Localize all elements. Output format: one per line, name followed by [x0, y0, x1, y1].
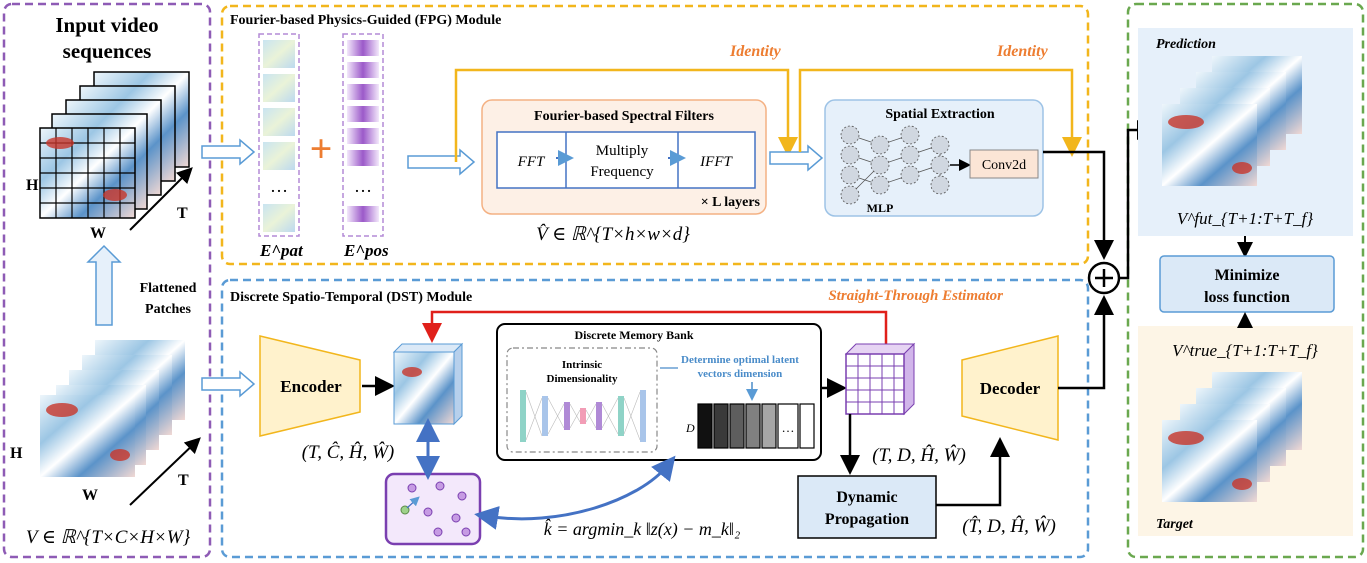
fpg-input-arrow	[201, 138, 256, 166]
dynamic-to-decoder-line	[936, 437, 1010, 507]
dynamic-label-line1: Dynamic	[836, 489, 897, 506]
target-label: Target	[1156, 517, 1194, 532]
decoder-to-sum-line	[1058, 295, 1114, 390]
input-title-line1: Input video	[55, 13, 158, 37]
identity-path-1	[454, 68, 798, 162]
propagation-shape: (T̂, D, Ĥ, Ŵ)	[962, 515, 1056, 537]
mlp-label: MLP	[867, 201, 894, 215]
input-axis-h-bottom: H	[10, 445, 23, 462]
time-arrow-top	[129, 167, 193, 231]
intrinsic-label-line1: Intrinsic	[562, 359, 602, 371]
fpg-module-border	[220, 4, 1090, 266]
intrinsic-box	[506, 347, 658, 453]
codebook-link	[474, 455, 676, 530]
flattened-label-line1: Flattened	[140, 281, 197, 296]
position-embedding-column	[342, 33, 384, 237]
multiply-label-line1: Multiply	[596, 143, 649, 159]
memory-vectors	[697, 403, 815, 449]
fpg-to-sum-line	[1043, 150, 1114, 260]
encoder-block	[259, 335, 361, 437]
determine-label-line2: vectors dimension	[698, 368, 783, 380]
identity-label-1: Identity	[729, 43, 782, 60]
fpg-title: Fourier-based Physics-Guided (FPG) Modul…	[230, 13, 501, 28]
spatial-input-arrow	[769, 144, 824, 172]
mlp-network	[840, 125, 950, 205]
quantized-grid	[844, 342, 916, 416]
encoder-shape: (T, Ĉ, Ĥ, Ŵ)	[302, 441, 395, 463]
latent-cube	[392, 342, 464, 426]
d-label: D	[685, 421, 695, 435]
target-frames	[1162, 372, 1302, 502]
input-formula: V ∈ ℝ^{T×C×H×W}	[26, 527, 191, 548]
ste-label: Straight-Through Estimator	[828, 288, 1003, 304]
conv2d-box	[969, 149, 1039, 179]
spectral-inner-box	[496, 131, 756, 189]
v-hat-formula: V̂ ∈ ℝ^{T×h×w×d}	[536, 224, 690, 245]
output-panel-border	[1126, 2, 1365, 559]
input-axis-w-bottom: W	[82, 487, 98, 504]
multiply-label-line2: Frequency	[590, 164, 654, 180]
input-axis-t-bottom: T	[178, 472, 189, 489]
input-axis-t-top: T	[177, 205, 188, 222]
input-axis-h-top: H	[26, 177, 39, 194]
dynamic-label-line2: Propagation	[825, 511, 909, 528]
identity-label-2: Identity	[996, 43, 1049, 60]
memory-bank-title: Discrete Memory Bank	[574, 328, 693, 342]
flattened-label-line2: Patches	[145, 302, 191, 317]
latent-shape: (T, D, Ĥ, Ŵ)	[872, 444, 966, 466]
decoder-block	[961, 335, 1059, 441]
memory-dots: …	[782, 420, 795, 435]
argmin-formula: k̂ = argmin_k ‖z(x) − m_k‖₂	[544, 518, 740, 540]
flatten-hollow-arrow	[86, 244, 122, 326]
time-arrow-bottom	[129, 437, 201, 506]
plus-sign: +	[310, 126, 333, 171]
fft-label: FFT	[517, 154, 546, 170]
position-stripes	[347, 40, 379, 222]
spectral-input-arrow	[407, 148, 476, 176]
prediction-frames	[1162, 56, 1302, 186]
e-pat-label: E^pat	[259, 241, 304, 260]
spatial-title: Spatial Extraction	[885, 107, 994, 122]
encoder-input-arrow	[201, 370, 256, 398]
v-fut-label: V^fut_{T+1:T+T_f}	[1177, 209, 1313, 228]
encoder-label: Encoder	[280, 377, 342, 396]
ste-arrow	[422, 310, 888, 352]
e-pos-label: E^pos	[343, 241, 389, 260]
intrinsic-label-line2: Dimensionality	[547, 373, 618, 385]
ifft-label: IFFT	[699, 154, 733, 170]
input-panel-border	[2, 2, 212, 559]
patch-ellipsis: …	[270, 176, 288, 196]
input-title-line2: sequences	[63, 39, 152, 63]
position-ellipsis: …	[354, 176, 372, 196]
dynamic-propagation-box	[797, 475, 937, 539]
dst-module-border	[220, 278, 1090, 559]
decoder-label: Decoder	[980, 379, 1041, 398]
determine-label-line1: Determine optimal latent	[681, 354, 799, 366]
input-frame-stack-top	[39, 71, 190, 219]
patch-embedding-column	[258, 33, 300, 237]
spectral-title: Fourier-based Spectral Filters	[534, 109, 714, 124]
identity-path-2	[798, 68, 1082, 157]
minimize-label-line1: Minimize	[1215, 267, 1280, 284]
v-true-label: V^true_{T+1:T+T_f}	[1172, 341, 1318, 360]
dst-title: Discrete Spatio-Temporal (DST) Module	[230, 290, 472, 305]
conv2d-label: Conv2d	[982, 158, 1026, 173]
code-points	[400, 481, 471, 537]
prediction-label: Prediction	[1156, 37, 1216, 52]
minimize-label-line2: loss function	[1204, 289, 1290, 306]
autoencoder-figure	[520, 390, 646, 442]
patch-thumbnails	[263, 40, 295, 232]
input-frame-stack-bottom	[40, 340, 185, 477]
layers-label: × L layers	[701, 195, 761, 210]
input-axis-w-top: W	[90, 225, 106, 242]
